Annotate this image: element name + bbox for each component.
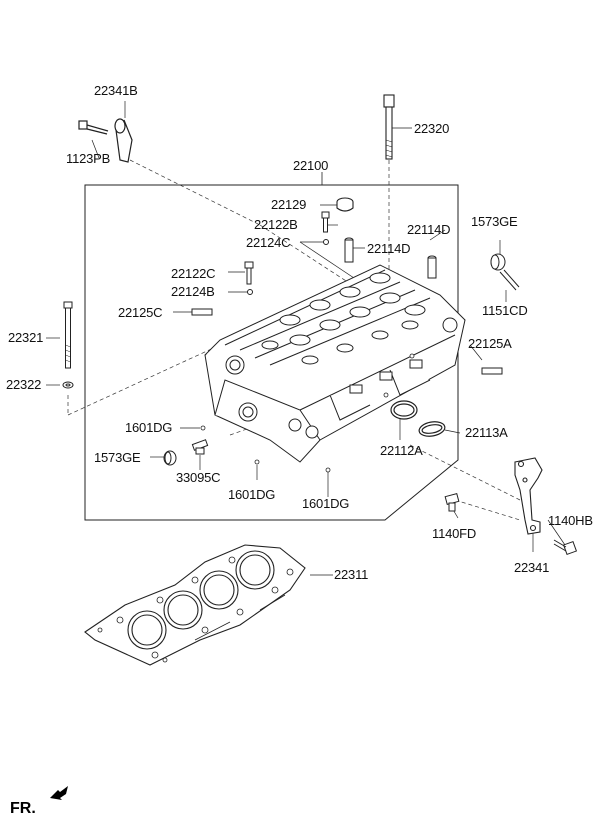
label-1601dg-a: 1601DG (125, 420, 173, 435)
label-22321: 22321 (8, 330, 44, 345)
block-pins (200, 353, 415, 473)
stud-22125c (191, 308, 213, 316)
label-1573ge-bottom: 1573GE (94, 450, 141, 465)
guide-22114d-b (427, 255, 437, 279)
label-22100: 22100 (293, 158, 329, 173)
label-22320: 22320 (414, 121, 450, 136)
label-1123pb: 1123PB (66, 151, 111, 166)
label-22341b: 22341B (94, 83, 138, 98)
seal-22113a (418, 421, 446, 437)
plug-1573ge-top (490, 253, 506, 271)
bolt-1140hb (553, 539, 578, 556)
clip-22124c (323, 239, 329, 245)
label-22122b: 22122B (254, 217, 298, 232)
label-22124b: 22124B (171, 284, 215, 299)
label-22114d-b: 22114D (407, 222, 451, 237)
assembly-boundary (84, 184, 459, 521)
clip-22124b (247, 289, 253, 295)
label-22129: 22129 (271, 197, 307, 212)
label-1140hb: 1140HB (548, 513, 593, 528)
bolt-22122b (321, 211, 330, 233)
label-22124c: 22124C (246, 235, 291, 250)
front-arrow-icon (50, 786, 68, 800)
stud-1151cd (499, 269, 520, 291)
cylinder-head-block (204, 264, 466, 463)
label-1601dg-b: 1601DG (228, 487, 276, 502)
stud-22125a (481, 367, 503, 375)
dowel-22321 (63, 301, 73, 369)
bolt-1140fd (444, 492, 460, 512)
label-22114d-a: 22114D (367, 241, 411, 256)
label-22341: 22341 (514, 560, 550, 575)
guide-22114d-a (344, 237, 354, 263)
label-22311: 22311 (334, 567, 369, 582)
bolt-1123pb (78, 120, 109, 135)
label-22125a: 22125A (468, 336, 512, 351)
plug-1573ge-bottom (163, 450, 177, 466)
label-22113a: 22113A (465, 425, 508, 440)
washer-22322 (62, 381, 74, 389)
label-22125c: 22125C (118, 305, 163, 320)
label-1151cd: 1151CD (482, 303, 528, 318)
label-1601dg-c: 1601DG (302, 496, 350, 511)
label-1140fd: 1140FD (432, 526, 477, 541)
label-33095c: 33095C (176, 470, 221, 485)
bolt-22320 (383, 94, 395, 160)
bracket-22341 (514, 457, 543, 535)
plug-22129 (336, 197, 354, 212)
label-22322: 22322 (6, 377, 42, 392)
label-22112a: 22112A (380, 443, 423, 458)
sensor-33095c (191, 439, 209, 455)
label-22122c: 22122C (171, 266, 216, 281)
seal-22112a (390, 400, 418, 420)
bracket-22341b (114, 118, 133, 163)
head-gasket-22311 (84, 544, 306, 666)
front-direction-label: FR. (10, 800, 36, 817)
bolt-22122c (244, 261, 254, 285)
label-1573ge-top: 1573GE (471, 214, 518, 229)
